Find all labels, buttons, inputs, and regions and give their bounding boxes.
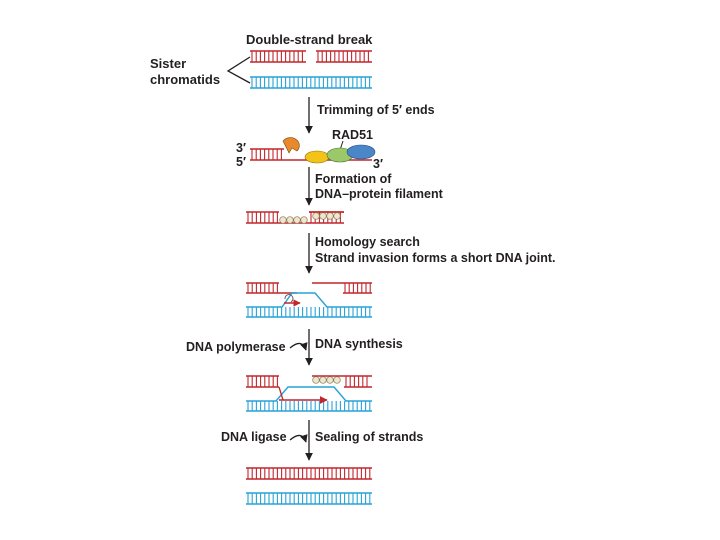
stage-double-strand-break: [250, 50, 372, 89]
polymerase-pointer-arrow: [289, 342, 308, 351]
red-duplex-right: [316, 50, 372, 63]
stage-sealed-strands: [246, 467, 372, 505]
red-duplex-left-invasion: [246, 282, 279, 294]
red-duplex-sealed: [246, 467, 372, 480]
stage-dna-protein-filament: [246, 211, 344, 224]
blue-protein-icon: [346, 144, 376, 160]
red-duplex-trimmed: [250, 148, 284, 161]
sealing-label: Sealing of strands: [315, 430, 423, 444]
blue-template-duplex: [246, 307, 372, 318]
orange-protein-icon: [282, 137, 300, 154]
double-strand-break-label: Double-strand break: [246, 32, 373, 47]
formation-label-line1: Formation of: [315, 172, 392, 186]
dna-polymerase-label: DNA polymerase: [186, 340, 286, 354]
dna-synthesis-label: DNA synthesis: [315, 337, 403, 351]
formation-label-line2: DNA–protein filament: [315, 187, 444, 201]
filament-bead-icon: [312, 376, 320, 384]
dna-ligase-label: DNA ligase: [221, 430, 287, 444]
filament-bead-icon: [326, 212, 334, 220]
filament-bead-icon: [300, 216, 308, 224]
filament-bead-icon: [279, 216, 287, 224]
rad51-label: RAD51: [332, 128, 373, 142]
filament-bead-icon: [319, 376, 327, 384]
red-duplex-right-synthesis: [344, 375, 372, 388]
stage-dna-synthesis: [246, 375, 372, 412]
filament-bead-icon: [319, 212, 327, 220]
red-duplex-left: [250, 50, 306, 63]
displaced-strand-synthesis: [246, 386, 372, 402]
sister-chromatids-label-line1: Sister: [150, 56, 186, 71]
yellow-protein-icon: [304, 150, 330, 164]
sister-chromatids-label-line2: chromatids: [150, 72, 220, 87]
strand-invasion-label: Strand invasion forms a short DNA joint.: [315, 251, 556, 265]
filament-bead-icon: [286, 216, 294, 224]
filament-bead-icon: [293, 216, 301, 224]
red-duplex-left-filament: [246, 211, 279, 224]
red-duplex-right-invasion: [343, 282, 372, 294]
blue-duplex-sealed: [246, 492, 372, 505]
protein-complex: [282, 137, 376, 164]
blue-duplex: [250, 76, 372, 89]
three-prime-left-label: 3′: [236, 141, 246, 155]
red-duplex-left-synthesis: [246, 375, 279, 388]
three-prime-right-label: 3′: [373, 157, 383, 171]
filament-bead-icon: [326, 376, 334, 384]
protein-loop: [284, 294, 294, 303]
homology-search-label: Homology search: [315, 235, 420, 249]
filament-bead-icon: [333, 212, 341, 220]
sister-chromatids-bracket: [226, 56, 251, 84]
ligase-pointer-arrow: [289, 434, 308, 443]
filament-bead-icon: [333, 376, 341, 384]
blue-template-synthesis: [246, 401, 372, 412]
synthesis-crossover: [278, 386, 284, 401]
stage-trimmed-ends: [250, 148, 372, 161]
stage-strand-invasion: [246, 282, 372, 318]
trimming-label: Trimming of 5′ ends: [317, 103, 435, 117]
five-prime-left-label: 5′: [236, 155, 246, 169]
filament-beads-synthesis: [312, 376, 341, 384]
filament-bead-icon: [312, 212, 320, 220]
displaced-d-loop-strand: [246, 292, 372, 308]
filament-beads-left: [279, 216, 308, 224]
filament-beads-right: [312, 212, 341, 220]
